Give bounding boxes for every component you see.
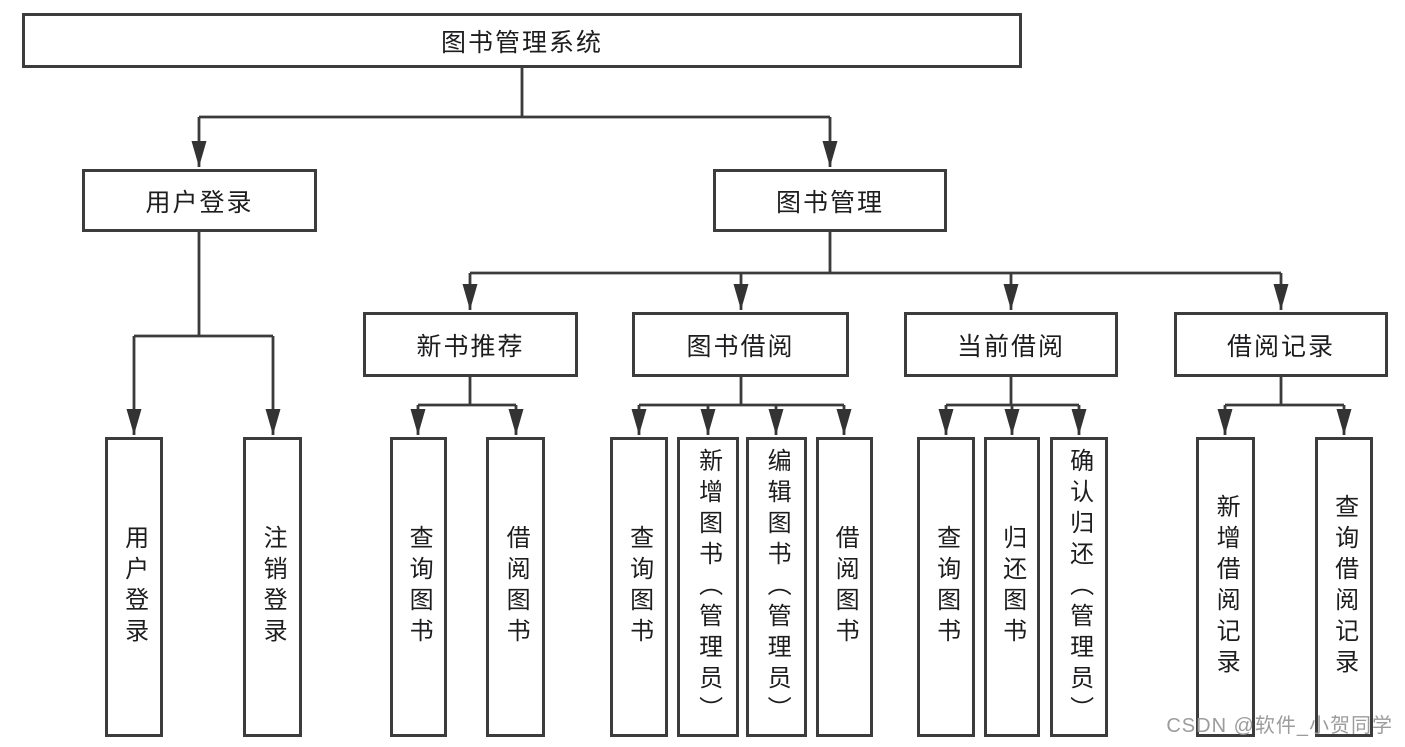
node-label: 借阅图书 <box>831 525 859 649</box>
node-label: 查询图书 <box>405 525 433 649</box>
node-label: 用户登录 <box>120 525 148 649</box>
leaf-recommend-query-book: 查询图书 <box>390 437 447 737</box>
leaf-borrow-borrow-book: 借阅图书 <box>816 437 873 737</box>
node-current-borrowing: 当前借阅 <box>904 312 1118 377</box>
leaf-records-query-record: 查询借阅记录 <box>1315 437 1373 737</box>
node-label: 确认归还（管理员） <box>1065 447 1093 727</box>
node-label: 图书借阅 <box>686 332 795 361</box>
node-label: 用户登录 <box>145 188 254 217</box>
node-borrowing-records: 借阅记录 <box>1174 312 1388 377</box>
node-label: 编辑图书（管理员） <box>763 447 791 727</box>
node-label: 注销登录 <box>259 525 287 649</box>
leaf-borrow-add-book-admin: 新增图书（管理员） <box>677 437 739 737</box>
leaf-current-query-book: 查询图书 <box>917 437 975 737</box>
node-new-book-recommend: 新书推荐 <box>363 312 578 377</box>
node-book-borrowing: 图书借阅 <box>632 312 849 377</box>
node-book-management-branch: 图书管理 <box>713 169 947 232</box>
node-label: 当前借阅 <box>956 332 1065 361</box>
leaf-logout: 注销登录 <box>243 437 302 737</box>
csdn-watermark: CSDN @软件_小贺同学 <box>1166 715 1393 737</box>
leaf-borrow-query-book: 查询图书 <box>610 437 668 737</box>
tree-arrows <box>126 117 1352 435</box>
node-label: 借阅记录 <box>1226 332 1335 361</box>
node-user-login-branch: 用户登录 <box>82 169 317 232</box>
node-label: 借阅图书 <box>502 525 530 649</box>
leaf-borrow-edit-book-admin: 编辑图书（管理员） <box>746 437 807 737</box>
leaf-records-add-record: 新增借阅记录 <box>1196 437 1255 737</box>
node-label: 新书推荐 <box>416 332 525 361</box>
node-label: 图书管理系统 <box>440 28 603 57</box>
node-label: 查询借阅记录 <box>1330 494 1358 680</box>
node-label: 新增借阅记录 <box>1212 494 1240 680</box>
node-system-root: 图书管理系统 <box>22 13 1022 68</box>
leaf-recommend-borrow-book: 借阅图书 <box>486 437 545 737</box>
node-label: 图书管理 <box>775 188 884 217</box>
node-label: 查询图书 <box>932 525 960 649</box>
leaf-user-login: 用户登录 <box>105 437 163 737</box>
leaf-current-confirm-return-admin: 确认归还（管理员） <box>1050 437 1108 737</box>
node-label: 查询图书 <box>625 525 653 649</box>
leaf-current-return-book: 归还图书 <box>984 437 1040 737</box>
node-label: 新增图书（管理员） <box>694 447 722 727</box>
node-label: 归还图书 <box>998 525 1026 649</box>
